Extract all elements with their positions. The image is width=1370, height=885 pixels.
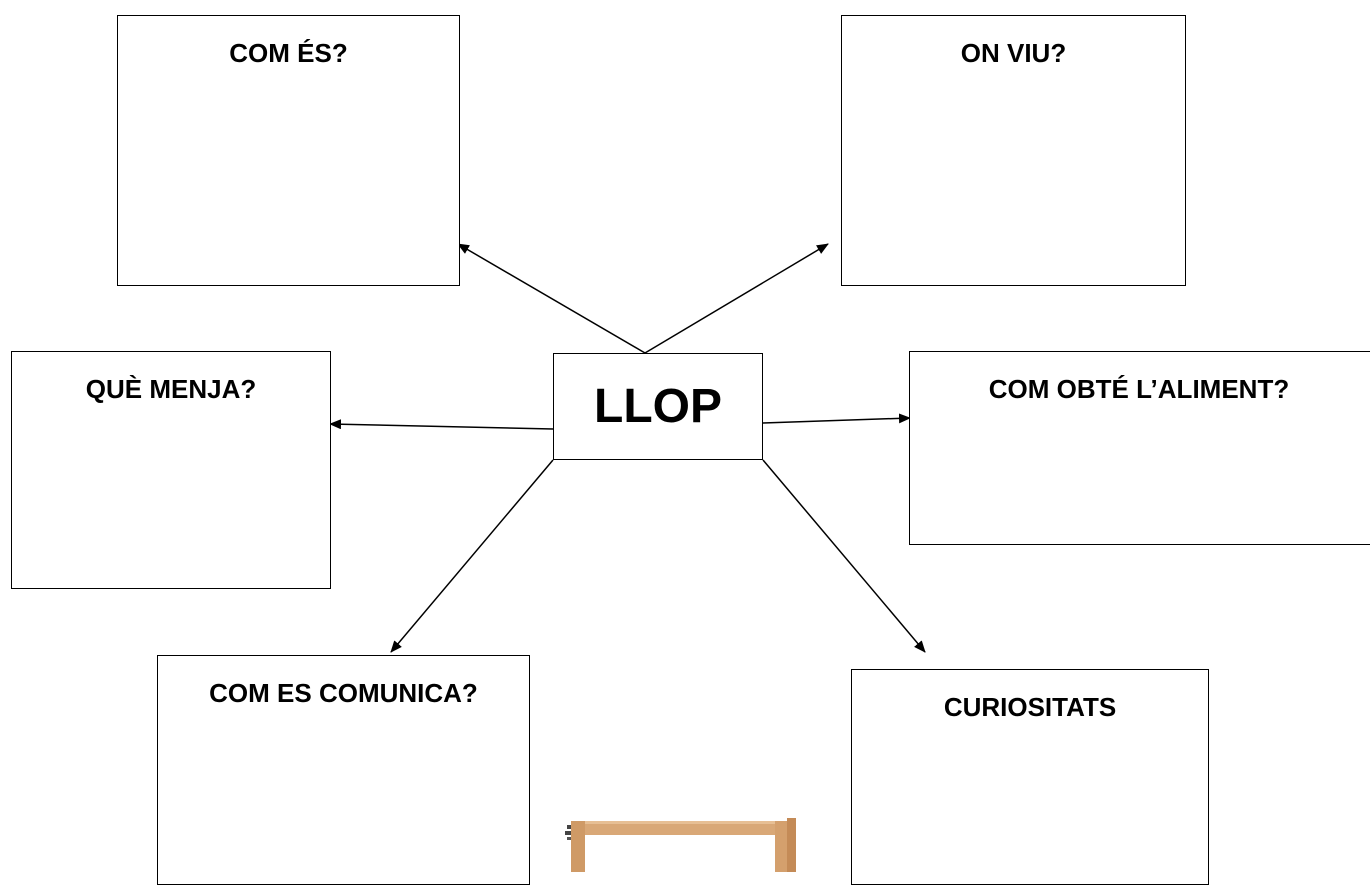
- arrow-to-feeding: [762, 413, 911, 424]
- box-curiosities-title: CURIOSITATS: [943, 692, 1117, 722]
- arrow-to-communication: [390, 459, 554, 653]
- center-node: LLOP: [553, 353, 763, 460]
- box-feeding: COM OBTÉ L’ALIMENT?: [909, 351, 1370, 545]
- box-diet-title: QUÈ MENJA?: [85, 374, 257, 404]
- box-curiosities: CURIOSITATS: [851, 669, 1209, 885]
- arrow-to-appearance: [457, 243, 646, 354]
- arrow-to-curiosities: [762, 459, 926, 653]
- box-communication: COM ES COMUNICA?: [157, 655, 530, 885]
- box-feeding-title: COM OBTÉ L’ALIMENT?: [988, 374, 1290, 404]
- box-communication-title: COM ES COMUNICA?: [209, 678, 478, 708]
- box-appearance-title: COM ÉS?: [229, 38, 348, 68]
- arrow-to-habitat: [644, 243, 829, 354]
- arrow-to-diet: [329, 419, 554, 430]
- box-diet: QUÈ MENJA?: [11, 351, 331, 589]
- box-habitat: ON VIU?: [841, 15, 1186, 286]
- box-habitat-title: ON VIU?: [960, 38, 1067, 68]
- center-node-label: LLOP: [594, 380, 722, 433]
- wooden-frame-image: [565, 818, 796, 872]
- box-appearance: COM ÉS?: [117, 15, 460, 286]
